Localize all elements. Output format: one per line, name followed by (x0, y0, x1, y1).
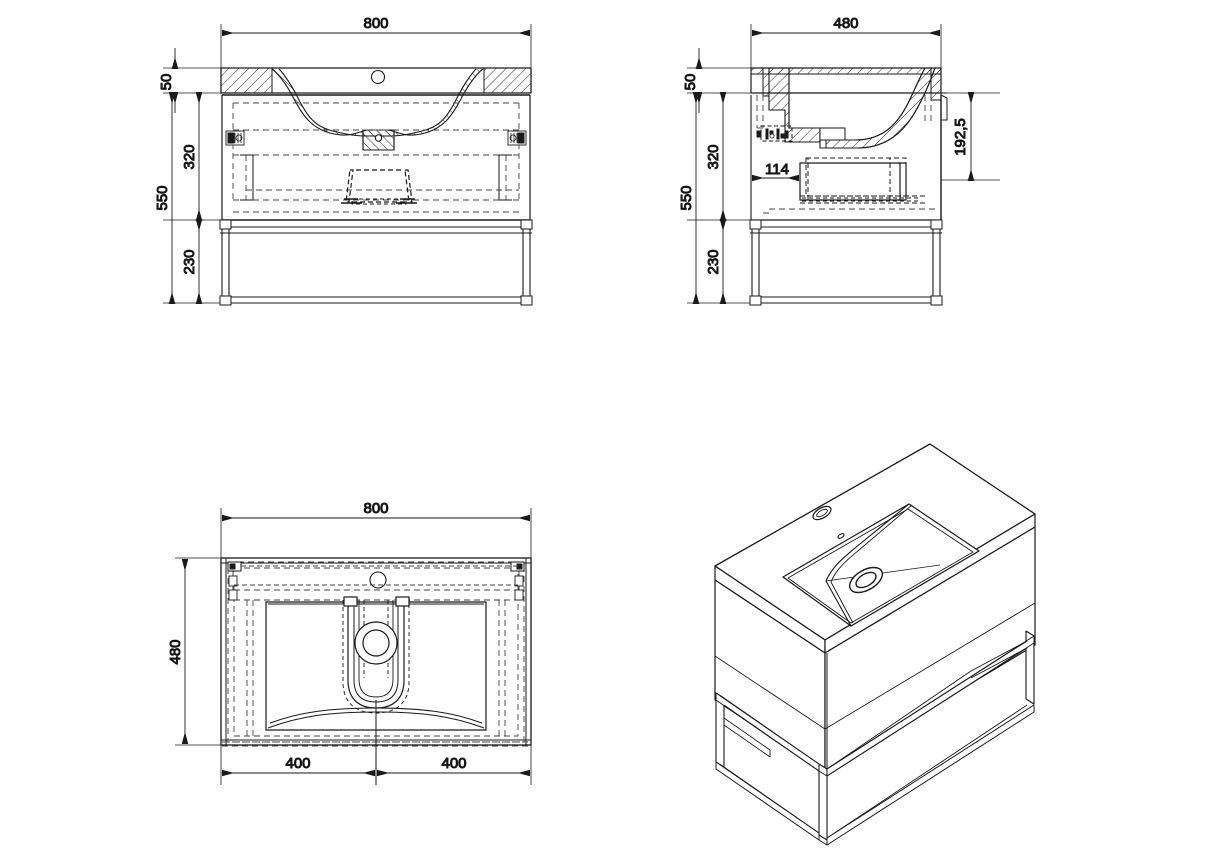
front-cabinet-body (221, 94, 531, 221)
side-drawer-box (763, 157, 935, 214)
front-hidden-drawer-lines (232, 102, 520, 213)
dim-label-plan-half-right: 400 (441, 755, 466, 772)
dim-label-plan-width: 800 (363, 500, 388, 517)
side-basin-top (750, 67, 942, 94)
front-basin-top (220, 67, 532, 94)
front-elevation-view: 800 50 320 550 230 (154, 15, 533, 306)
dim-label-side-depth: 480 (833, 15, 858, 32)
dim-label-front-drawer-height: 320 (181, 144, 198, 169)
dim-label-side-frame-height: 230 (705, 249, 722, 274)
dim-label-side-basin-depth: 192,5 (952, 118, 969, 156)
dim-side-drawer-height: 320 (705, 92, 727, 221)
dim-side-basin-depth: 192,5 (941, 92, 1000, 181)
dim-side-cabinet-height: 550 (678, 92, 700, 304)
dim-plan-depth: 480 (167, 557, 228, 746)
dim-front-cabinet-height: 550 (154, 92, 176, 304)
side-hardware-detail (756, 125, 793, 142)
dim-label-side-cabinet-height: 550 (678, 185, 695, 210)
dim-label-front-width: 800 (363, 15, 388, 32)
front-open-frame (219, 219, 533, 306)
iso-open-frame (715, 630, 1035, 846)
dim-label-plan-depth: 480 (167, 639, 184, 664)
side-open-frame (749, 219, 943, 306)
plan-hanger-hardware (227, 561, 525, 601)
dim-side-frame-height: 230 (705, 219, 727, 304)
plan-drain-trap (342, 596, 410, 785)
top-plan-view: 800 480 400 400 (167, 500, 532, 785)
iso-cabinet-body (714, 526, 1036, 773)
iso-basin-top (714, 443, 1036, 654)
dim-plan-width: 800 (220, 500, 532, 560)
dim-label-front-cabinet-height: 550 (154, 185, 171, 210)
dim-side-depth: 480 (750, 15, 942, 76)
front-hanger-hardware (225, 130, 527, 146)
dim-side-drawer-inset: 114 (750, 161, 801, 182)
side-hidden-lines (756, 95, 932, 129)
side-elevation-view: 480 50 320 550 230 (678, 15, 1000, 306)
dim-label-side-top-thickness: 50 (682, 74, 699, 91)
dim-label-side-drawer-inset: 114 (765, 161, 789, 178)
front-hidden-siphon (341, 169, 417, 205)
isometric-3d-view (714, 443, 1036, 846)
front-drawer-rails (240, 154, 512, 201)
dim-label-side-drawer-height: 320 (705, 144, 722, 169)
dim-front-width: 800 (220, 15, 532, 76)
dim-front-frame-height: 230 (181, 219, 203, 304)
dim-label-plan-half-left: 400 (285, 755, 310, 772)
dim-side-top-thickness: 50 (682, 48, 703, 113)
dim-label-front-top-thickness: 50 (158, 74, 175, 91)
dim-front-top-thickness: 50 (158, 48, 179, 113)
dim-label-front-frame-height: 230 (181, 249, 198, 274)
side-cabinet-body (750, 95, 942, 221)
side-basin-section (751, 67, 948, 149)
dim-front-drawer-height: 320 (181, 92, 203, 221)
